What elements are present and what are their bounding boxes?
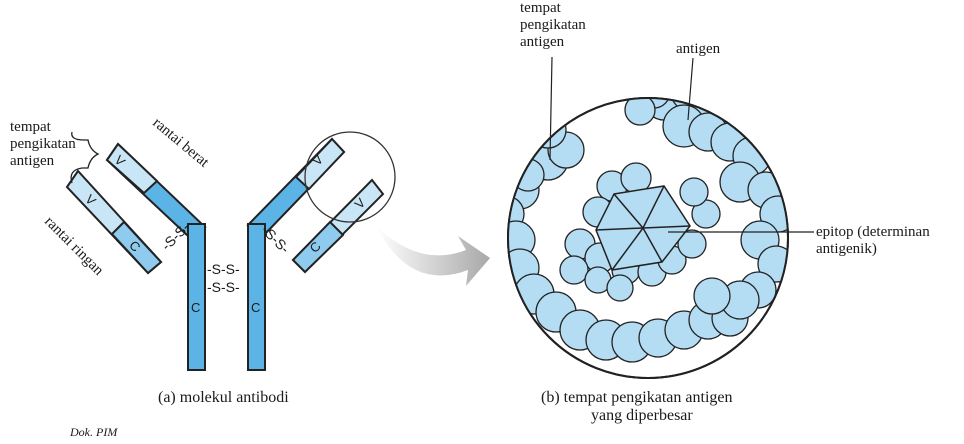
caption-right: (b) tempat pengikatan antigen yang diper… xyxy=(541,389,736,424)
antigen-sphere xyxy=(679,177,709,207)
light-chain-label: rantai ringan xyxy=(41,214,107,280)
enlarged-binding-site xyxy=(507,97,789,379)
credit-text: Dok. PIM xyxy=(69,425,118,439)
epitope-label: epitop (determinan antigenik) xyxy=(816,224,933,257)
heavy-chain-label: rantai berat xyxy=(149,115,212,171)
right-stem-c-mark: C xyxy=(251,300,260,315)
antigen-sphere xyxy=(511,158,545,192)
antigen-leader xyxy=(687,57,694,121)
magnify-arrow xyxy=(376,226,490,286)
caption-left: (a) molekul antibodi xyxy=(158,389,289,406)
left-light-chain-constant-shade xyxy=(110,220,163,275)
hinge-disulfide-bottom: -S-S- xyxy=(207,279,240,295)
antigen-sphere xyxy=(677,229,707,259)
antigen-label: antigen xyxy=(676,41,721,57)
left-stem-c-mark: C xyxy=(191,300,200,315)
hinge-disulfide-top: -S-S- xyxy=(207,261,240,277)
left-heavy-chain-stem xyxy=(187,223,206,371)
binding-site-brace xyxy=(70,131,100,184)
right-heavy-chain-stem xyxy=(247,223,266,371)
antigen-sphere xyxy=(559,255,589,285)
left-binding-site-label: tempat pengikatan antigen xyxy=(10,119,80,169)
antigen-sphere xyxy=(606,274,634,302)
binding-site-leader xyxy=(549,56,553,161)
right-light-chain-constant-shade xyxy=(291,220,345,274)
antigen-sphere xyxy=(693,277,731,315)
antigen-sphere xyxy=(624,98,656,126)
epitope-hexagon xyxy=(595,185,691,271)
right-heavy-chain-variable xyxy=(294,137,346,191)
antibody-molecule xyxy=(65,137,385,371)
antigen-sphere xyxy=(529,111,567,149)
magnify-circle xyxy=(304,131,396,223)
left-heavy-chain-variable xyxy=(105,142,159,195)
right-binding-site-label: tempat pengikatan antigen xyxy=(520,0,590,50)
